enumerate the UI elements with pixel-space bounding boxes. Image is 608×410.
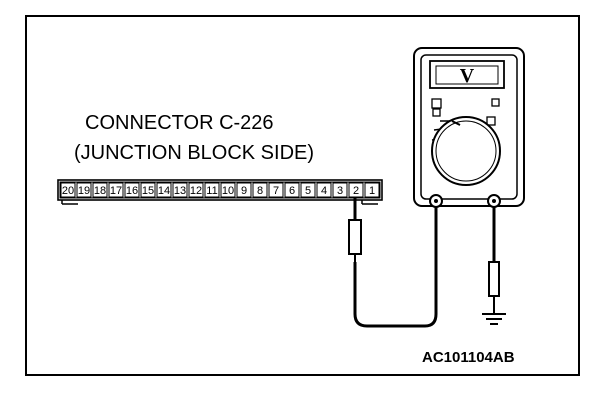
pin-label-16: 16 bbox=[126, 185, 138, 197]
pin-cell-4 bbox=[316, 182, 332, 198]
pin-cell-6 bbox=[284, 182, 300, 198]
figure-border bbox=[25, 15, 580, 376]
pin-cell-15 bbox=[140, 182, 156, 198]
pin-label-12: 12 bbox=[190, 185, 202, 197]
probe-handle bbox=[348, 219, 362, 255]
pin-cell-16 bbox=[124, 182, 140, 198]
pin-label-10: 10 bbox=[222, 185, 234, 197]
pin-cell-2 bbox=[348, 182, 364, 198]
connector-side-label: (JUNCTION BLOCK SIDE) bbox=[74, 142, 315, 164]
test-lead-wire bbox=[353, 201, 438, 328]
pin-cell-20 bbox=[60, 182, 76, 198]
pin-cell-1 bbox=[364, 182, 380, 198]
probe-at-pin bbox=[348, 198, 362, 262]
pin-cell-12 bbox=[188, 182, 204, 198]
pin-cell-18 bbox=[92, 182, 108, 198]
pin-cell-10 bbox=[220, 182, 236, 198]
pin-label-1: 1 bbox=[369, 185, 375, 197]
pin-label-7: 7 bbox=[273, 185, 279, 197]
pin-label-18: 18 bbox=[94, 185, 106, 197]
pin-label-15: 15 bbox=[142, 185, 154, 197]
meter-display-unit: V bbox=[460, 65, 475, 87]
connector-face bbox=[59, 181, 381, 199]
pin-label-3: 3 bbox=[337, 185, 343, 197]
pin-cell-8 bbox=[252, 182, 268, 198]
pin-cell-5 bbox=[300, 182, 316, 198]
pin-cell-19 bbox=[76, 182, 92, 198]
pin-cell-14 bbox=[156, 182, 172, 198]
pin-label-14: 14 bbox=[158, 185, 170, 197]
pin-label-19: 19 bbox=[78, 185, 90, 197]
pin-label-9: 9 bbox=[241, 185, 247, 197]
pin-label-6: 6 bbox=[289, 185, 295, 197]
pin-label-2: 2 bbox=[353, 185, 359, 197]
pin-cell-11 bbox=[204, 182, 220, 198]
pin-cell-13 bbox=[172, 182, 188, 198]
pin-label-20: 20 bbox=[62, 185, 74, 197]
pin-label-5: 5 bbox=[305, 185, 311, 197]
voltmeter: V bbox=[413, 47, 525, 208]
pin-label-4: 4 bbox=[321, 185, 327, 197]
pin-label-13: 13 bbox=[174, 185, 186, 197]
pin-cell-17 bbox=[108, 182, 124, 198]
ground-probe-handle bbox=[488, 261, 500, 297]
pin-cell-9 bbox=[236, 182, 252, 198]
ground-lead bbox=[482, 207, 506, 325]
pin-cell-7 bbox=[268, 182, 284, 198]
connector-title: CONNECTOR C-226 bbox=[85, 112, 274, 134]
pin-label-11: 11 bbox=[206, 185, 217, 197]
pin-label-17: 17 bbox=[110, 185, 122, 197]
pin-cell-3 bbox=[332, 182, 348, 198]
figure-code: AC101104AB bbox=[422, 349, 515, 366]
pin-label-8: 8 bbox=[257, 185, 263, 197]
